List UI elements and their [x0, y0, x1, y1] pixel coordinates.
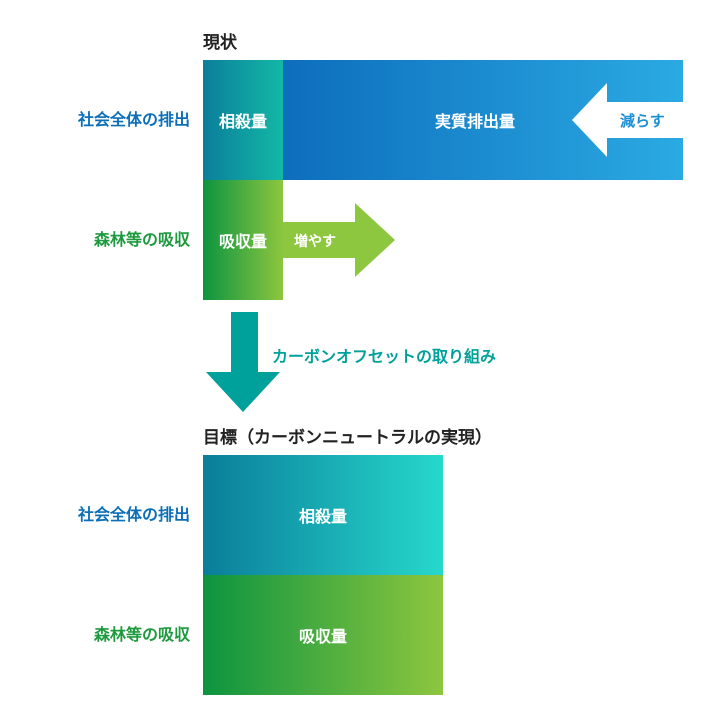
- current-heading: 現状: [203, 33, 237, 53]
- goal-offset-box: [203, 455, 443, 575]
- current-offset-label: 相殺量: [218, 112, 267, 131]
- goal-absorb-label-wrap: 吸収量: [203, 575, 443, 695]
- current-absorb-label: 吸収量: [218, 232, 267, 251]
- carbon-offset-label: カーボンオフセットの取り組み: [272, 347, 497, 366]
- goal-heading: 目標（カーボンニュートラルの実現）: [203, 428, 492, 448]
- current-emission-row-label: 社会全体の排出: [77, 110, 190, 129]
- goal-absorb-box: [203, 575, 443, 695]
- current-offset-box: [203, 60, 283, 180]
- goal-offset-label-wrap: 相殺量: [203, 455, 443, 575]
- current-offset-label-wrap: 相殺量: [203, 60, 283, 180]
- current-absorption-row-label: 森林等の吸収: [93, 230, 190, 249]
- current-net-label-wrap: 実質排出量: [400, 60, 550, 180]
- goal-emission-row-label: 社会全体の排出: [77, 505, 190, 524]
- current-absorb-label-wrap: 吸収量: [203, 180, 283, 300]
- goal-absorb-label: 吸収量: [298, 627, 347, 646]
- goal-absorption-row-label: 森林等の吸収: [93, 625, 190, 644]
- goal-offset-label: 相殺量: [298, 507, 347, 526]
- current-net-emission-label: 実質排出量: [434, 112, 515, 131]
- reduce-arrow-label: 減らす: [620, 112, 665, 130]
- increase-arrow-icon: [283, 203, 395, 277]
- reduce-arrow-icon: [572, 83, 683, 157]
- down-arrow-icon: [206, 312, 280, 412]
- increase-arrow-label: 増やす: [294, 234, 336, 250]
- current-absorb-box: [203, 180, 283, 300]
